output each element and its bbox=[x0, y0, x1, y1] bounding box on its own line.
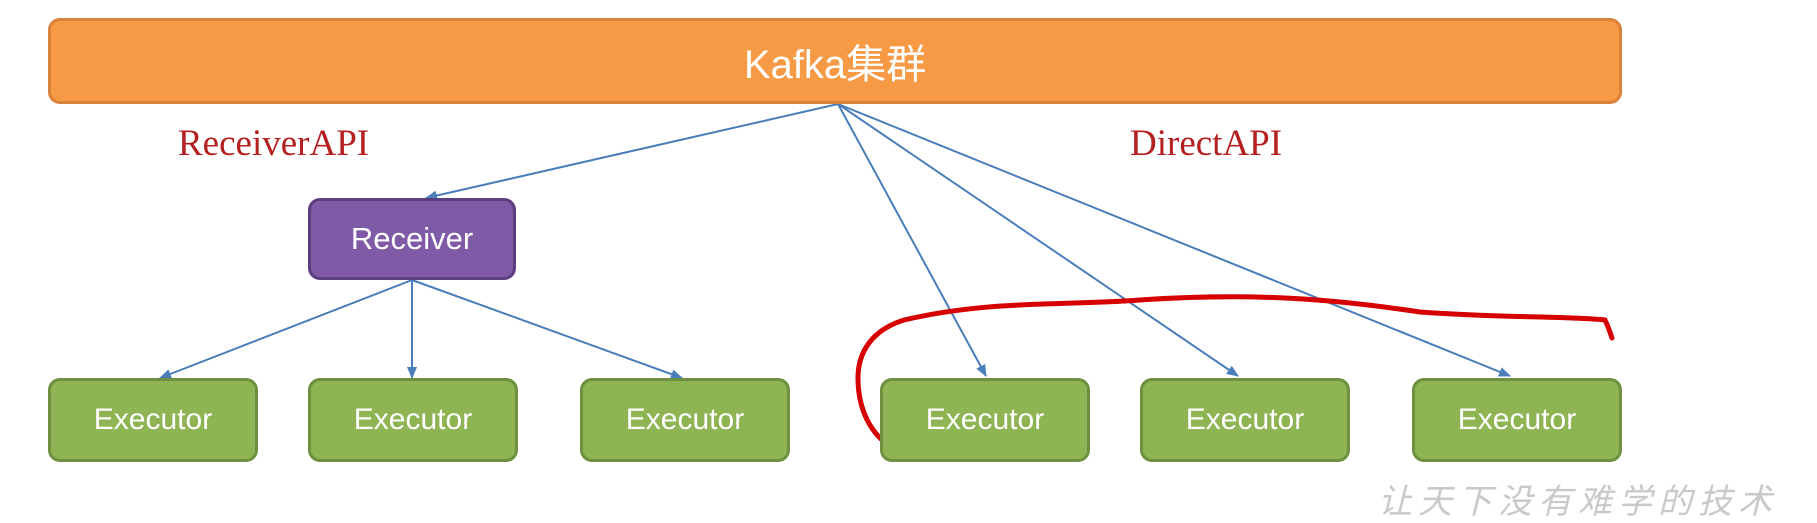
executor-label: Executor bbox=[353, 403, 473, 436]
arrow-cluster-to-direct-executor-2 bbox=[837, 103, 1239, 377]
executor-label: Executor bbox=[925, 403, 1045, 436]
arrow-receiver-to-executor-3 bbox=[411, 279, 683, 379]
receiver-api-label: ReceiverAPI bbox=[178, 123, 370, 164]
receiver-executor-node-1: Executor bbox=[48, 378, 258, 462]
receiver-executor-node-3: Executor bbox=[580, 378, 790, 462]
arrow-cluster-to-direct-executor-1 bbox=[837, 103, 987, 377]
executor-label: Executor bbox=[625, 403, 745, 436]
receiver-executor-node-2: Executor bbox=[308, 378, 518, 462]
direct-api-label: DirectAPI bbox=[1130, 123, 1283, 164]
direct-executor-node-2: Executor bbox=[1140, 378, 1350, 462]
watermark-text: 让天下没有难学的技术 bbox=[1378, 482, 1778, 522]
direct-executor-node-1: Executor bbox=[880, 378, 1090, 462]
executor-label: Executor bbox=[1185, 403, 1305, 436]
arrow-receiver-to-executor-1 bbox=[159, 279, 413, 379]
executor-label: Executor bbox=[93, 403, 213, 436]
kafka-cluster-box: Kafka集群 bbox=[48, 18, 1622, 104]
arrow-cluster-to-receiver bbox=[425, 103, 839, 201]
hand-drawn-annotation bbox=[855, 294, 1615, 457]
executor-label: Executor bbox=[1457, 403, 1577, 436]
kafka-cluster-label: Kafka集群 bbox=[743, 43, 927, 87]
receiver-node: Receiver bbox=[308, 198, 516, 280]
receiver-label: Receiver bbox=[350, 221, 474, 256]
arrow-cluster-to-direct-executor-3 bbox=[837, 103, 1511, 377]
direct-executor-node-3: Executor bbox=[1412, 378, 1622, 462]
